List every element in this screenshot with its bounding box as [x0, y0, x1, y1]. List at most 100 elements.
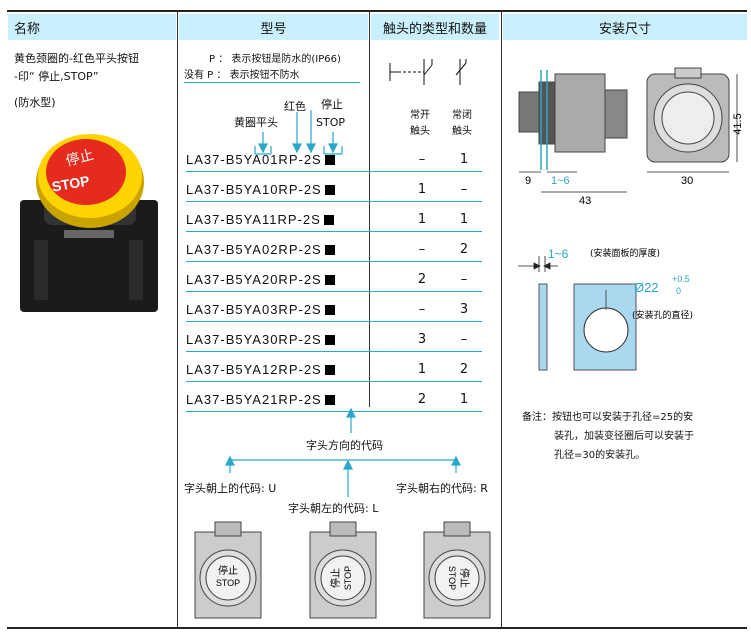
- legend-red: 红色: [284, 100, 306, 113]
- model-code: LA37-B5YA01RP-2S: [186, 152, 335, 167]
- nc-contact-count: 1: [459, 392, 469, 407]
- face-right-en: STOP: [447, 566, 457, 590]
- product-desc-2: -印“ 停止,STOP”: [14, 70, 99, 83]
- row-divider: [186, 381, 482, 382]
- model-code-text: LA37-B5YA10RP-2S: [186, 182, 322, 197]
- model-code-text: LA37-B5YA20RP-2S: [186, 272, 322, 287]
- button-face-right: 停止 STOP: [423, 521, 491, 619]
- nc-contact-count: 1: [459, 152, 469, 167]
- hole-diameter: Ø22: [634, 280, 659, 295]
- no-contact-count: –: [418, 152, 426, 167]
- row-divider: [186, 171, 482, 172]
- header-mount: 安装尺寸: [503, 14, 747, 40]
- model-code: LA37-B5YA21RP-2S: [186, 392, 335, 407]
- no-contact-count: –: [418, 242, 426, 257]
- header-name: 名称: [8, 14, 176, 40]
- model-suffix-square: [324, 185, 335, 195]
- model-code: LA37-B5YA03RP-2S: [186, 302, 335, 317]
- header-model: 型号: [179, 14, 368, 40]
- model-suffix-square: [324, 275, 335, 285]
- direction-right: 字头朝右的代码: R: [396, 482, 488, 495]
- model-suffix-square: [324, 305, 335, 315]
- hole-diameter-note: (安装孔的直径): [632, 309, 693, 321]
- nc-contact-count: 1: [459, 212, 469, 227]
- dim-30: 30: [681, 175, 693, 187]
- direction-up: 字头朝上的代码: U: [184, 482, 277, 495]
- model-code-text: LA37-B5YA03RP-2S: [186, 302, 322, 317]
- model-code: LA37-B5YA30RP-2S: [186, 332, 335, 347]
- col-sep-3: [501, 12, 502, 627]
- legend-p: P ： 表示按钮是防水的(IP66): [209, 54, 341, 65]
- nc-contact-count: –: [460, 272, 468, 287]
- direction-left: 字头朝左的代码: L: [288, 502, 379, 515]
- no-contact-count: 3: [417, 332, 427, 347]
- row-divider: [186, 201, 482, 202]
- button-face-left: 停止 STOP: [309, 521, 377, 619]
- bottom-rule: [7, 627, 747, 629]
- legend-stop-cn: 停止: [321, 98, 343, 111]
- legend-nop: 没有 P ： 表示按钮不防水: [184, 70, 300, 81]
- hole-tolerance-low: 0: [676, 286, 681, 296]
- legend-yellow: 黄圈平头: [234, 116, 278, 129]
- button-face-up: 停止 STOP: [194, 521, 262, 619]
- model-code: LA37-B5YA12RP-2S: [186, 362, 335, 377]
- row-divider: [186, 261, 482, 262]
- dim-43: 43: [579, 195, 591, 207]
- dim-9: 9: [525, 175, 531, 187]
- face-up-cn: 停止: [218, 564, 238, 577]
- model-code: LA37-B5YA10RP-2S: [186, 182, 335, 197]
- no-contact-count: –: [418, 302, 426, 317]
- no-contact-count: 1: [417, 362, 427, 377]
- hole-tolerance-up: +0.5: [672, 274, 690, 284]
- row-divider: [186, 411, 482, 412]
- model-code-text: LA37-B5YA21RP-2S: [186, 392, 322, 407]
- panel-hole-drawing: 1~6 (安装面板的厚度) Ø22 +0.5 0 (安装孔的直径): [518, 247, 693, 371]
- legend-arrows: [254, 110, 343, 155]
- model-code: LA37-B5YA20RP-2S: [186, 272, 335, 287]
- model-code-text: LA37-B5YA01RP-2S: [186, 152, 322, 167]
- no-header-2: 触头: [410, 126, 430, 137]
- photo-text-cn: 停止: [64, 146, 95, 170]
- mount-dimension-drawing: 9 1~6 43 30 41.5: [518, 67, 744, 207]
- top-rule: [7, 10, 747, 12]
- no-contact-count: 2: [417, 392, 427, 407]
- model-code-text: LA37-B5YA12RP-2S: [186, 362, 322, 377]
- panel-thickness-note: (安装面板的厚度): [590, 247, 660, 259]
- nc-contact-count: 2: [459, 362, 469, 377]
- note-line-1: 备注：按钮也可以安装于孔径=25的安: [522, 412, 694, 423]
- note-line-2: 装孔，加装变径圈后可以安装于: [554, 431, 694, 442]
- no-contact-count: 1: [417, 182, 427, 197]
- nc-contact-count: –: [460, 182, 468, 197]
- model-suffix-square: [324, 335, 335, 345]
- face-left-cn: 停止: [329, 568, 342, 588]
- model-code: LA37-B5YA11RP-2S: [186, 212, 334, 227]
- model-code: LA37-B5YA02RP-2S: [186, 242, 335, 257]
- model-code-text: LA37-B5YA30RP-2S: [186, 332, 322, 347]
- col-sep-1: [177, 12, 178, 627]
- model-suffix-square: [324, 155, 335, 165]
- panel-thickness-value: 1~6: [548, 247, 569, 261]
- model-suffix-square: [324, 365, 335, 375]
- row-divider: [186, 231, 482, 232]
- model-suffix-square: [324, 395, 335, 405]
- nc-header-2: 触头: [452, 126, 472, 137]
- note-line-3: 孔径=30的安装孔。: [554, 450, 646, 461]
- dim-41-5: 41.5: [732, 113, 744, 134]
- product-desc-1: 黄色颈圈的-红色平头按钮: [14, 52, 139, 65]
- nc-contact-count: 2: [459, 242, 469, 257]
- no-contact-count: 2: [417, 272, 427, 287]
- direction-title: 字头方向的代码: [306, 439, 383, 452]
- model-suffix-square: [324, 245, 335, 255]
- model-suffix-square: [323, 215, 334, 225]
- face-left-en: STOP: [343, 566, 353, 590]
- product-photo: 停止 STOP: [20, 134, 158, 312]
- dim-1-6: 1~6: [551, 175, 570, 187]
- face-up-en: STOP: [216, 578, 240, 588]
- row-divider: [186, 291, 482, 292]
- legend-stop-en: STOP: [316, 116, 345, 129]
- face-right-cn: 停止: [458, 568, 471, 588]
- model-code-text: LA37-B5YA02RP-2S: [186, 242, 322, 257]
- row-divider: [186, 351, 482, 352]
- nc-header-1: 常闭: [452, 110, 472, 121]
- header-contacts: 触头的类型和数量: [371, 14, 499, 40]
